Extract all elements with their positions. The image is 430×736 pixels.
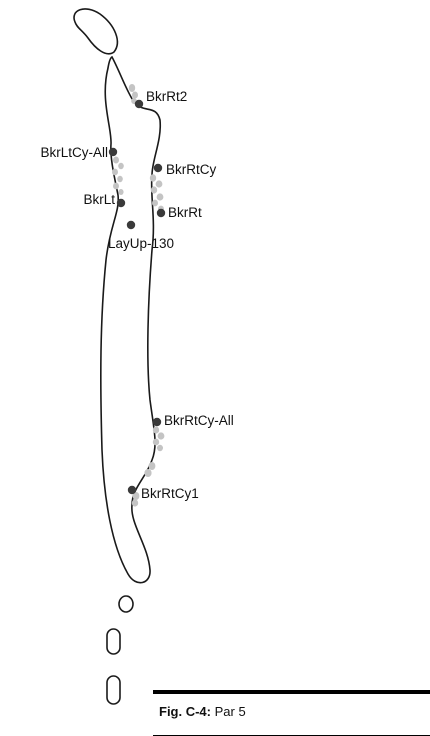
marker-bkr-rt-cy-label: BkrRtCy <box>166 162 216 177</box>
tee-box-back <box>107 676 120 704</box>
bunker <box>132 499 138 506</box>
marker-bkr-lt-cy-all-dot <box>109 148 117 156</box>
bunker <box>112 169 118 176</box>
marker-bkr-lt-dot <box>117 199 125 207</box>
bunker <box>152 200 158 207</box>
marker-bkr-rt-dot <box>157 209 165 217</box>
marker-bkr-rt-cy-all-dot <box>153 418 161 426</box>
tee-box-front <box>119 596 133 612</box>
bunker <box>117 176 123 182</box>
marker-bkr-rt-cy1-dot <box>128 486 136 494</box>
marker-bkr-rt2-dot <box>135 100 143 108</box>
marker-bkr-rt-cy-all-label: BkrRtCy-All <box>164 413 234 428</box>
figure-caption-text: Par 5 <box>215 704 246 719</box>
bunker <box>157 193 164 200</box>
bunker <box>129 84 135 92</box>
green-outline <box>74 9 117 54</box>
marker-bkr-lt-label: BkrLt <box>83 192 115 207</box>
marker-lay-up-130-dot <box>127 221 135 229</box>
bunker <box>118 163 124 169</box>
bunker <box>157 445 163 451</box>
bunker <box>132 92 138 99</box>
tee-box-middle <box>107 629 120 654</box>
bunker <box>118 189 123 195</box>
bunker <box>156 180 163 187</box>
marker-bkr-lt-cy-all-label: BkrLtCy-All <box>40 145 108 160</box>
bunker <box>158 432 165 439</box>
caption-top-rule <box>153 690 430 694</box>
bunker <box>144 469 151 477</box>
marker-bkr-rt2-label: BkrRt2 <box>146 89 187 104</box>
bunker <box>153 439 159 446</box>
bunker <box>113 183 119 190</box>
bunker <box>153 426 159 433</box>
hole-diagram: BkrRt2 BkrLtCy-All BkrRtCy BkrLt BkrRt L… <box>0 0 430 709</box>
figure-label: Fig. C-4: <box>159 704 211 719</box>
bunker <box>113 157 119 164</box>
marker-lay-up-130-label: LayUp-130 <box>108 236 174 251</box>
marker-bkr-rt-label: BkrRt <box>168 205 202 220</box>
fairway-outline <box>101 57 160 583</box>
marker-bkr-rt-cy1-label: BkrRtCy1 <box>141 486 199 501</box>
figure-caption: Fig. C-4: Par 5 <box>159 704 246 719</box>
bunker <box>150 174 156 182</box>
marker-bkr-rt-cy-dot <box>154 164 162 172</box>
bunker <box>149 462 156 470</box>
bunker <box>151 186 157 193</box>
